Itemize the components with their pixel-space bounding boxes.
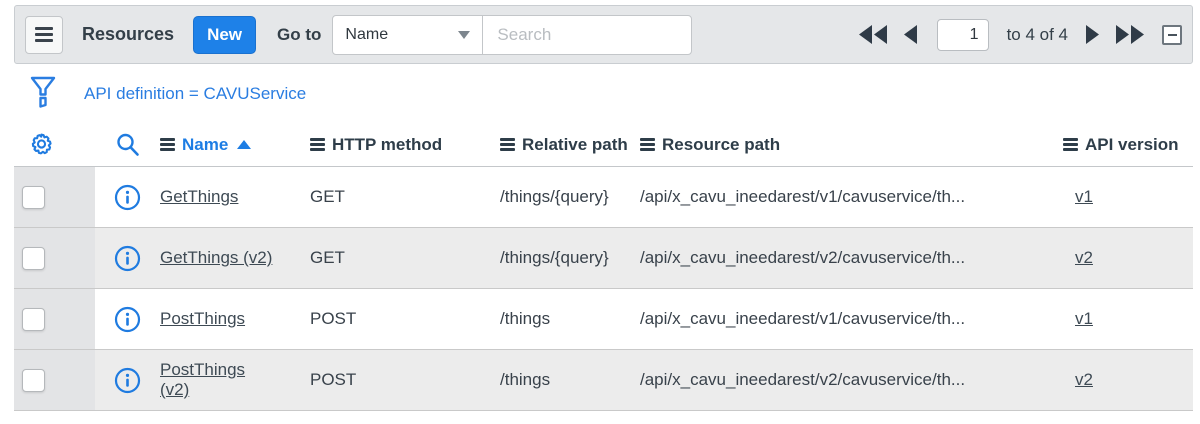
info-icon: [114, 245, 141, 271]
row-select-checkbox[interactable]: [22, 246, 45, 270]
next-page-button[interactable]: [1086, 25, 1100, 44]
left-arrow-icon: [903, 25, 917, 44]
record-preview-button[interactable]: [114, 184, 141, 211]
gear-icon: [31, 133, 52, 155]
filter-breadcrumb-row: API definition = CAVUService: [14, 64, 1193, 123]
last-page-button[interactable]: [1114, 25, 1144, 44]
search-input[interactable]: [483, 15, 692, 54]
double-left-arrow-icon: [858, 25, 887, 44]
list-toolbar: Resources New Go to Name: [14, 5, 1193, 64]
page-range-text: to 4 of 4: [1006, 24, 1068, 44]
goto-search-group: Name: [332, 14, 693, 55]
resource-name-link[interactable]: GetThings (v2): [160, 248, 273, 267]
funnel-icon: [30, 76, 56, 108]
resources-table: Name HTTP method Relative path Resource …: [14, 123, 1193, 411]
http-method-cell: GET: [310, 187, 345, 206]
row-select-checkbox[interactable]: [22, 307, 45, 331]
column-menu-icon[interactable]: [640, 136, 655, 153]
resource-name-link[interactable]: PostThings: [160, 309, 246, 328]
new-button[interactable]: New: [193, 15, 257, 54]
api-version-link[interactable]: v2: [1075, 370, 1093, 389]
list-search-button[interactable]: [115, 132, 141, 158]
record-preview-button[interactable]: [114, 306, 141, 333]
http-method-cell: POST: [310, 370, 357, 389]
info-icon: [114, 184, 141, 210]
resource-name-link[interactable]: PostThings (v2): [160, 360, 246, 399]
pagination: to 4 of 4: [858, 18, 1182, 51]
sort-ascending-icon: [237, 140, 252, 149]
column-header-name[interactable]: Name: [160, 123, 310, 166]
table-row: GetThings GET /things/{query} /api/x_cav…: [14, 167, 1193, 228]
resource-path-cell: /api/x_cavu_ineedarest/v1/cavuservice/th…: [640, 309, 966, 328]
relative-path-cell: /things: [500, 309, 551, 328]
personalize-list-button[interactable]: [29, 132, 54, 157]
relative-path-cell: /things/{query}: [500, 248, 609, 267]
column-menu-icon[interactable]: [160, 136, 175, 153]
column-menu-icon[interactable]: [310, 136, 325, 153]
api-version-link[interactable]: v2: [1075, 248, 1093, 267]
double-right-arrow-icon: [1116, 25, 1144, 44]
table-header-row: Name HTTP method Relative path Resource …: [14, 123, 1193, 167]
minus-icon: [1167, 33, 1177, 36]
info-icon: [114, 367, 141, 393]
column-header-resource-path[interactable]: Resource path: [640, 123, 1060, 166]
first-page-button[interactable]: [858, 25, 889, 44]
goto-column-select[interactable]: Name: [333, 15, 484, 54]
resource-path-cell: /api/x_cavu_ineedarest/v2/cavuservice/th…: [640, 248, 966, 267]
hamburger-icon: [35, 24, 53, 45]
api-version-link[interactable]: v1: [1075, 309, 1093, 328]
column-header-relative-path[interactable]: Relative path: [500, 123, 640, 166]
collapse-list-button[interactable]: [1162, 24, 1182, 45]
previous-page-button[interactable]: [903, 25, 917, 44]
goto-column-value: Name: [345, 25, 389, 43]
record-preview-button[interactable]: [114, 245, 141, 272]
right-arrow-icon: [1086, 25, 1099, 44]
http-method-cell: GET: [310, 248, 345, 267]
page-number-input[interactable]: [936, 18, 989, 51]
table-row: GetThings (v2) GET /things/{query} /api/…: [14, 228, 1193, 289]
http-method-cell: POST: [310, 309, 357, 328]
resource-path-cell: /api/x_cavu_ineedarest/v1/cavuservice/th…: [640, 187, 966, 206]
relative-path-cell: /things: [500, 370, 551, 389]
goto-label: Go to: [277, 24, 322, 44]
filter-funnel-button[interactable]: [30, 76, 56, 111]
row-select-checkbox[interactable]: [22, 368, 45, 392]
info-icon: [114, 306, 141, 332]
resource-path-cell: /api/x_cavu_ineedarest/v2/cavuservice/th…: [640, 370, 966, 389]
filter-condition-link[interactable]: API definition = CAVUService: [84, 83, 307, 103]
table-row: PostThings POST /things /api/x_cavu_inee…: [14, 289, 1193, 350]
column-menu-icon[interactable]: [1063, 136, 1078, 153]
record-preview-button[interactable]: [114, 367, 141, 394]
chevron-down-icon: [458, 30, 471, 39]
list-menu-button[interactable]: [25, 15, 63, 54]
api-version-link[interactable]: v1: [1075, 187, 1093, 206]
resource-name-link[interactable]: GetThings: [160, 187, 239, 206]
relative-path-cell: /things/{query}: [500, 187, 609, 206]
table-row: PostThings (v2) POST /things /api/x_cavu…: [14, 350, 1193, 411]
row-select-checkbox[interactable]: [22, 185, 45, 209]
column-menu-icon[interactable]: [500, 136, 515, 153]
column-header-http-method[interactable]: HTTP method: [310, 123, 500, 166]
column-header-api-version[interactable]: API version: [1060, 123, 1193, 166]
search-icon: [116, 133, 139, 156]
page-title: Resources: [82, 24, 175, 44]
